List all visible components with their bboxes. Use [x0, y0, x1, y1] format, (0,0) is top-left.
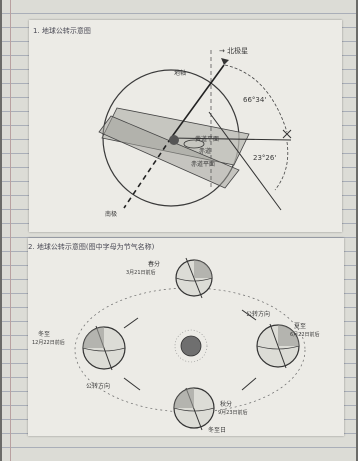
angle-arc-23: [274, 141, 289, 191]
intersection-mark: [282, 129, 292, 139]
axis-label: 地轴: [174, 69, 186, 77]
earth-tilt-drawing: → 北极星 地轴 66°34' 23°26' 黄道平面 赤道 赤道平面 南极: [98, 46, 292, 218]
summer-label: 夏至: [294, 323, 306, 330]
sun-rays: [174, 329, 208, 363]
winter-label: 冬至: [38, 330, 50, 338]
bottom-note-label: 冬至日: [208, 426, 226, 434]
earth-spring: [175, 257, 213, 299]
equator-plane-label: 赤道平面: [191, 160, 215, 168]
direction-label-2: 公转方向: [86, 382, 110, 390]
orbit-arrow-left-bottom: [123, 377, 141, 391]
angle-66-label: 66°34': [243, 96, 266, 104]
sketch-sheet-earth-tilt: 1. 地球公转示意图 → 北极星: [29, 20, 342, 232]
earth-bottom: [173, 387, 215, 431]
axis-arrow-head: [221, 58, 229, 65]
horizontal-reference-line: [170, 137, 292, 141]
orbit-arrow-right-bottom: [241, 377, 257, 391]
autumn-label: 秋分: [220, 400, 232, 408]
orbit-arrow-right-top: [241, 309, 257, 321]
spring-sub-label: 3月21日前后: [126, 269, 156, 276]
autumn-sub-label: 9月23日前后: [218, 409, 248, 416]
margin-line: [10, 0, 11, 461]
direction-label-1: 公转方向: [246, 310, 270, 318]
winter-sub-label: 12月22日前后: [32, 339, 65, 346]
equator-plane: [98, 115, 240, 189]
angle-23-label: 23°26': [253, 154, 276, 162]
sketch-sheet-orbit: 2. 地球公转示意图(图中字母为节气名称): [28, 238, 344, 436]
earth-axis-line: [170, 64, 225, 139]
earth-center: [169, 135, 179, 145]
summer-sub-label: 6月22日前后: [290, 331, 320, 338]
sheet-title: 2. 地球公转示意图(图中字母为节气名称): [28, 243, 155, 251]
orbit-arrow-left-top: [123, 317, 139, 329]
spring-label: 春分: [148, 260, 160, 268]
earth-left: [82, 325, 126, 371]
earth-right: [256, 323, 300, 369]
sun: [180, 335, 202, 357]
small-orbit-mark: [183, 139, 205, 149]
orbit-drawing: 春分 3月21日前后 夏至 6月22日前后 冬至 12月22日前后 秋分 9月2…: [32, 257, 320, 434]
north-star-label: → 北极星: [219, 46, 248, 55]
south-pole-label: 南极: [105, 210, 117, 218]
sheet-title: 1. 地球公转示意图: [33, 27, 91, 35]
equator-label: 赤道: [199, 147, 211, 155]
equator-extension-line: [208, 111, 282, 211]
ecliptic-label: 黄道平面: [195, 135, 219, 143]
